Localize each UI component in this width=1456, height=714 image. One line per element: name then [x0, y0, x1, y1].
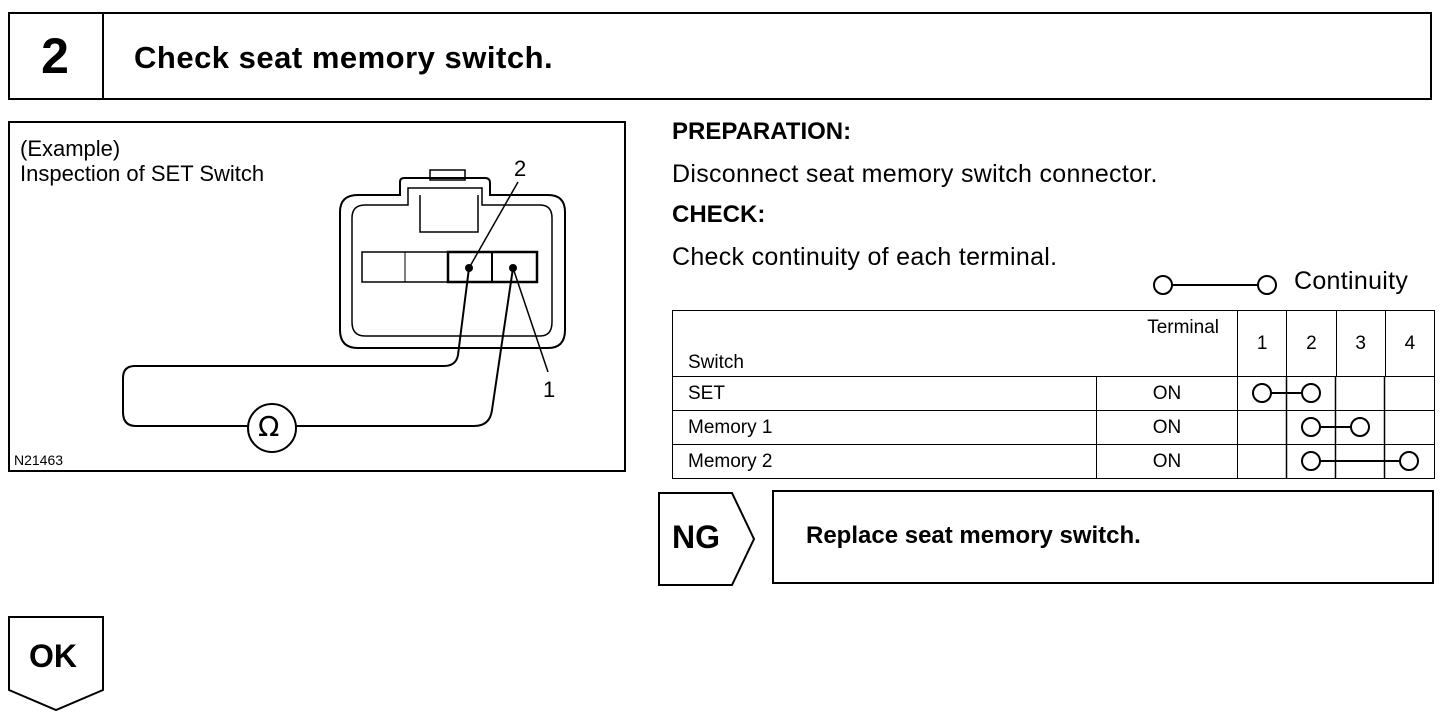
- continuity-cells: [1237, 410, 1435, 445]
- header-terminal: Terminal: [1147, 317, 1219, 338]
- check-text: Check continuity of each terminal.: [672, 243, 1058, 271]
- header-switch: Switch: [688, 352, 744, 373]
- ohm-symbol: Ω: [258, 410, 280, 443]
- probe-wire-b: [296, 267, 514, 427]
- preparation-heading: PREPARATION:: [672, 118, 852, 145]
- step-header-box: [8, 12, 1432, 100]
- terminal-col-3: 3: [1335, 310, 1386, 377]
- ng-tag-shape: [658, 492, 756, 586]
- continuity-2-3: [1285, 411, 1386, 444]
- switch-state: ON: [1096, 410, 1238, 445]
- table-row: Memory 1 ON: [672, 410, 1435, 445]
- switch-name: Memory 2: [672, 444, 1097, 479]
- continuity-cells: [1237, 444, 1435, 479]
- table-row: Memory 2 ON: [672, 444, 1435, 479]
- continuity-2-4: [1285, 445, 1419, 478]
- step-title: Check seat memory switch.: [134, 40, 554, 75]
- probe-wire-a: [122, 267, 470, 427]
- switch-name: SET: [672, 376, 1097, 411]
- leader-line-1: [512, 267, 549, 373]
- ng-action-box: [772, 490, 1434, 584]
- continuity-legend-label: Continuity: [1294, 267, 1409, 295]
- ng-label: NG: [672, 519, 720, 555]
- inspection-figure: [8, 121, 626, 472]
- connector-inner-outline: [351, 187, 553, 337]
- terminal-col-1: 1: [1236, 310, 1288, 377]
- figure-caption-example: (Example): [20, 136, 121, 161]
- ok-label: OK: [29, 638, 77, 674]
- switch-name: Memory 1: [672, 410, 1097, 445]
- tested-terminals: [446, 250, 539, 284]
- leader-line-2: [468, 181, 519, 269]
- connector-key: [419, 195, 479, 233]
- terminal-col-2: 2: [1286, 310, 1337, 377]
- step-number: 2: [8, 12, 104, 100]
- continuity-cells: [1237, 376, 1435, 411]
- terminal-col-4: 4: [1384, 310, 1436, 377]
- figure-caption-title: Inspection of SET Switch: [20, 161, 265, 186]
- terminal-label-2: 2: [514, 156, 527, 181]
- connector-housing: [339, 177, 566, 349]
- switch-state: ON: [1096, 376, 1238, 411]
- table-corner-header: Terminal Switch: [672, 310, 1238, 377]
- table-row: SET ON: [672, 376, 1435, 411]
- connector-latch: [429, 169, 466, 181]
- continuity-1-2: [1252, 377, 1386, 410]
- figure-code: N21463: [14, 452, 64, 468]
- connector-diagram: [122, 169, 566, 453]
- ohmmeter-icon: [247, 403, 297, 453]
- continuity-table: Terminal Switch 1 2 3 4 SET ON Memory 1 …: [672, 310, 1436, 479]
- ok-tag-shape: [8, 616, 104, 712]
- terminal-label-1: 1: [543, 377, 556, 402]
- continuity-legend-symbol: [1153, 275, 1277, 295]
- check-heading: CHECK:: [672, 201, 766, 228]
- switch-state: ON: [1096, 444, 1238, 479]
- preparation-text: Disconnect seat memory switch connector.: [672, 160, 1158, 188]
- ng-action-text: Replace seat memory switch.: [806, 522, 1141, 549]
